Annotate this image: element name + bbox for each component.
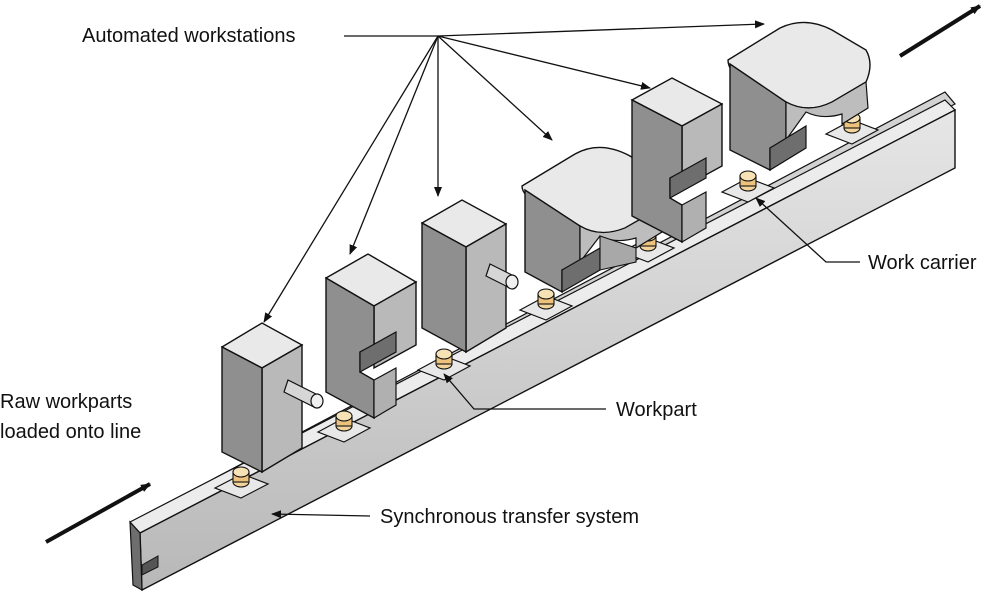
workstation-3 <box>420 199 519 354</box>
label-work-carrier: Work carrier <box>868 252 977 274</box>
flow-out-arrow <box>898 4 982 58</box>
workstation-1 <box>220 322 324 474</box>
workpart-leader <box>443 373 606 410</box>
workstation-2 <box>324 253 418 420</box>
label-workpart: Workpart <box>616 399 697 421</box>
label-raw-workparts-line1: Raw workparts <box>0 391 132 413</box>
flow-in-arrow <box>45 482 151 544</box>
label-raw-workparts-line2: loaded onto line <box>0 421 141 443</box>
workstation-6 <box>727 21 871 172</box>
workstation-leaders <box>263 20 765 323</box>
label-automated-workstations: Automated workstations <box>82 25 295 47</box>
work-carrier-leader <box>755 197 860 263</box>
work-carrier-3 <box>416 348 472 381</box>
label-synchronous-transfer-system: Synchronous transfer system <box>380 506 639 528</box>
work-carrier-1 <box>213 466 270 499</box>
work-carrier-4 <box>518 288 574 321</box>
transfer-system-leader <box>271 510 371 519</box>
work-carrier-2 <box>316 410 372 443</box>
work-carrier-6 <box>720 170 776 203</box>
workstation-5 <box>630 77 724 244</box>
